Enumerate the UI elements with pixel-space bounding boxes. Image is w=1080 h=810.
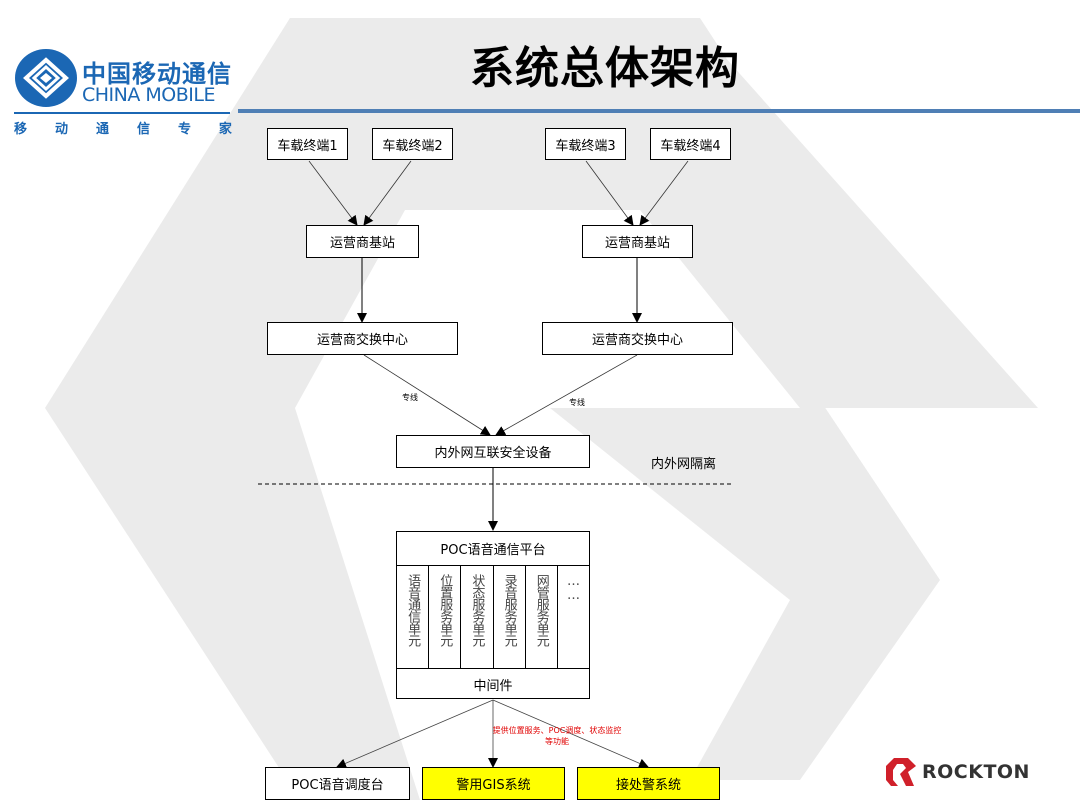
node-alarm-handling-system: 接处警系统	[577, 767, 720, 800]
logo-divider	[14, 112, 230, 114]
china-mobile-logo-icon	[15, 49, 77, 107]
slogan-char: 通	[95, 122, 109, 137]
function-note-line: 等功能	[545, 737, 569, 746]
node-terminal-4: 车载终端4	[650, 128, 731, 160]
slogan-char: 动	[54, 122, 68, 137]
node-base-station-2: 运营商基站	[582, 225, 693, 258]
poc-unit: 录音服务单元	[494, 566, 526, 668]
slogan-char: 专	[177, 122, 191, 137]
node-security-device: 内外网互联安全设备	[396, 435, 590, 468]
node-base-station-1: 运营商基站	[306, 225, 419, 258]
node-police-gis-system: 警用GIS系统	[422, 767, 565, 800]
node-terminal-3: 车载终端3	[545, 128, 626, 160]
rockton-logo-icon	[886, 758, 916, 786]
poc-unit-label: ……	[565, 574, 581, 602]
poc-unit-label: 语音通信单元	[405, 574, 421, 646]
slogan-char: 移	[14, 122, 28, 137]
poc-unit: ……	[558, 566, 589, 668]
poc-unit: 语音通信单元	[397, 566, 430, 668]
edge-switch2-security	[495, 354, 638, 436]
header-divider	[238, 109, 1080, 113]
edge-middleware-dispatch	[336, 699, 494, 769]
poc-middleware: 中间件	[473, 679, 513, 694]
logo-english-name: CHINA MOBILE	[82, 84, 215, 106]
edge-terminal3-basestation2	[585, 160, 634, 226]
edge-terminal1-basestation1	[308, 160, 358, 226]
poc-unit-label: 录音服务单元	[501, 574, 517, 646]
node-switch-center-1: 运营商交换中心	[267, 322, 458, 355]
logo-slogan: 移 动 通 信 专 家	[14, 118, 232, 137]
poc-unit-label: 位置服务单元	[437, 574, 453, 646]
poc-unit-label: 状态服务单元	[469, 574, 485, 646]
node-terminal-1: 车载终端1	[267, 128, 348, 160]
function-note: 提供位置服务、POC调度、状态监控 等功能	[472, 725, 642, 747]
node-poc-platform: POC语音通信平台 语音通信单元 位置服务单元 状态服务单元 录音服务单元 网管…	[396, 531, 590, 699]
node-poc-dispatch-console: POC语音调度台	[265, 767, 410, 800]
edge-terminal4-basestation2	[639, 160, 689, 226]
edge-switch1-security	[363, 354, 491, 436]
slogan-char: 信	[136, 122, 150, 137]
poc-platform-units: 语音通信单元 位置服务单元 状态服务单元 录音服务单元 网管服务单元 ……	[397, 566, 589, 669]
poc-unit: 网管服务单元	[526, 566, 558, 668]
rockton-wordmark: ROCKTON	[922, 761, 1030, 783]
dedicated-line-label-2: 专线	[569, 398, 585, 407]
node-terminal-2: 车载终端2	[372, 128, 453, 160]
poc-unit: 状态服务单元	[461, 566, 494, 668]
slide-title: 系统总体架构	[470, 43, 740, 94]
slogan-char: 家	[218, 122, 232, 137]
dedicated-line-label-1: 专线	[402, 393, 418, 402]
rockton-brand: ROCKTON	[886, 758, 1030, 786]
poc-platform-title: POC语音通信平台	[397, 532, 589, 566]
edge-middleware-alarm	[492, 699, 649, 769]
logo-chinese-name: 中国移动通信	[82, 60, 232, 88]
poc-unit: 位置服务单元	[429, 566, 462, 668]
isolation-label: 内外网隔离	[651, 457, 717, 472]
edge-terminal2-basestation1	[363, 160, 412, 226]
poc-unit-label: 网管服务单元	[533, 574, 549, 646]
node-switch-center-2: 运营商交换中心	[542, 322, 733, 355]
function-note-line: 提供位置服务、POC调度、状态监控	[492, 726, 622, 735]
